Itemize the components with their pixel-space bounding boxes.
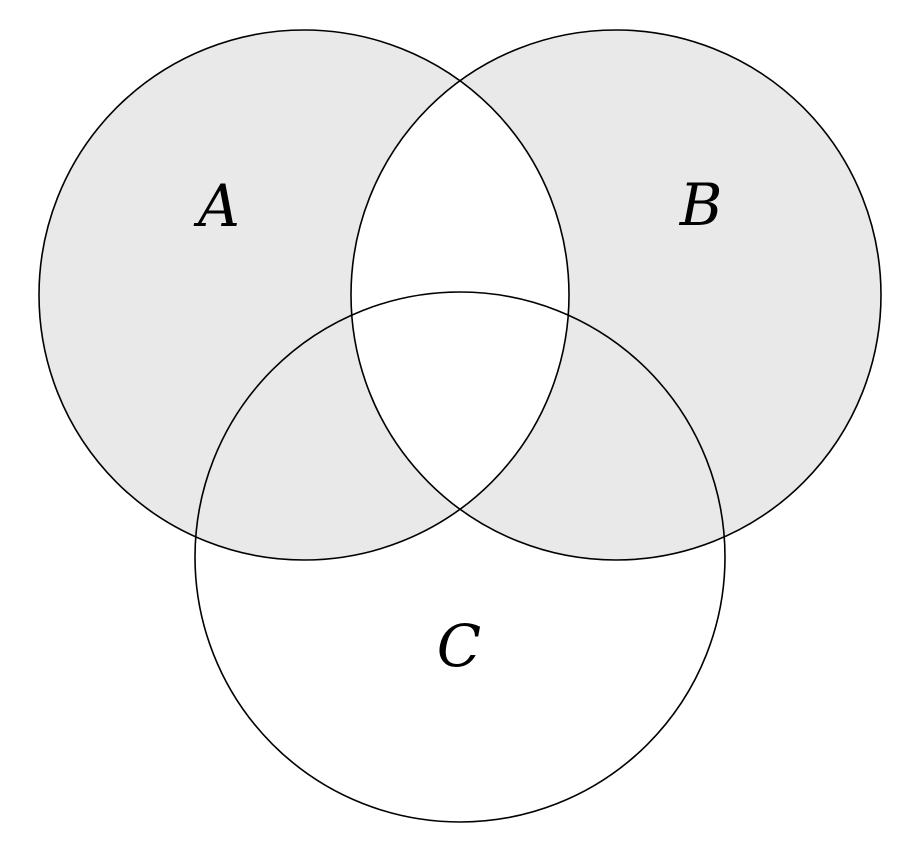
set-label-a: A — [193, 172, 240, 240]
circle-c-outline — [194, 291, 726, 823]
circle-b-outline — [350, 29, 882, 561]
circle-a-outline — [38, 29, 570, 561]
shaded-region-a-xor-b — [39, 30, 881, 560]
set-label-b: B — [679, 171, 723, 239]
set-label-c: C — [437, 612, 481, 680]
